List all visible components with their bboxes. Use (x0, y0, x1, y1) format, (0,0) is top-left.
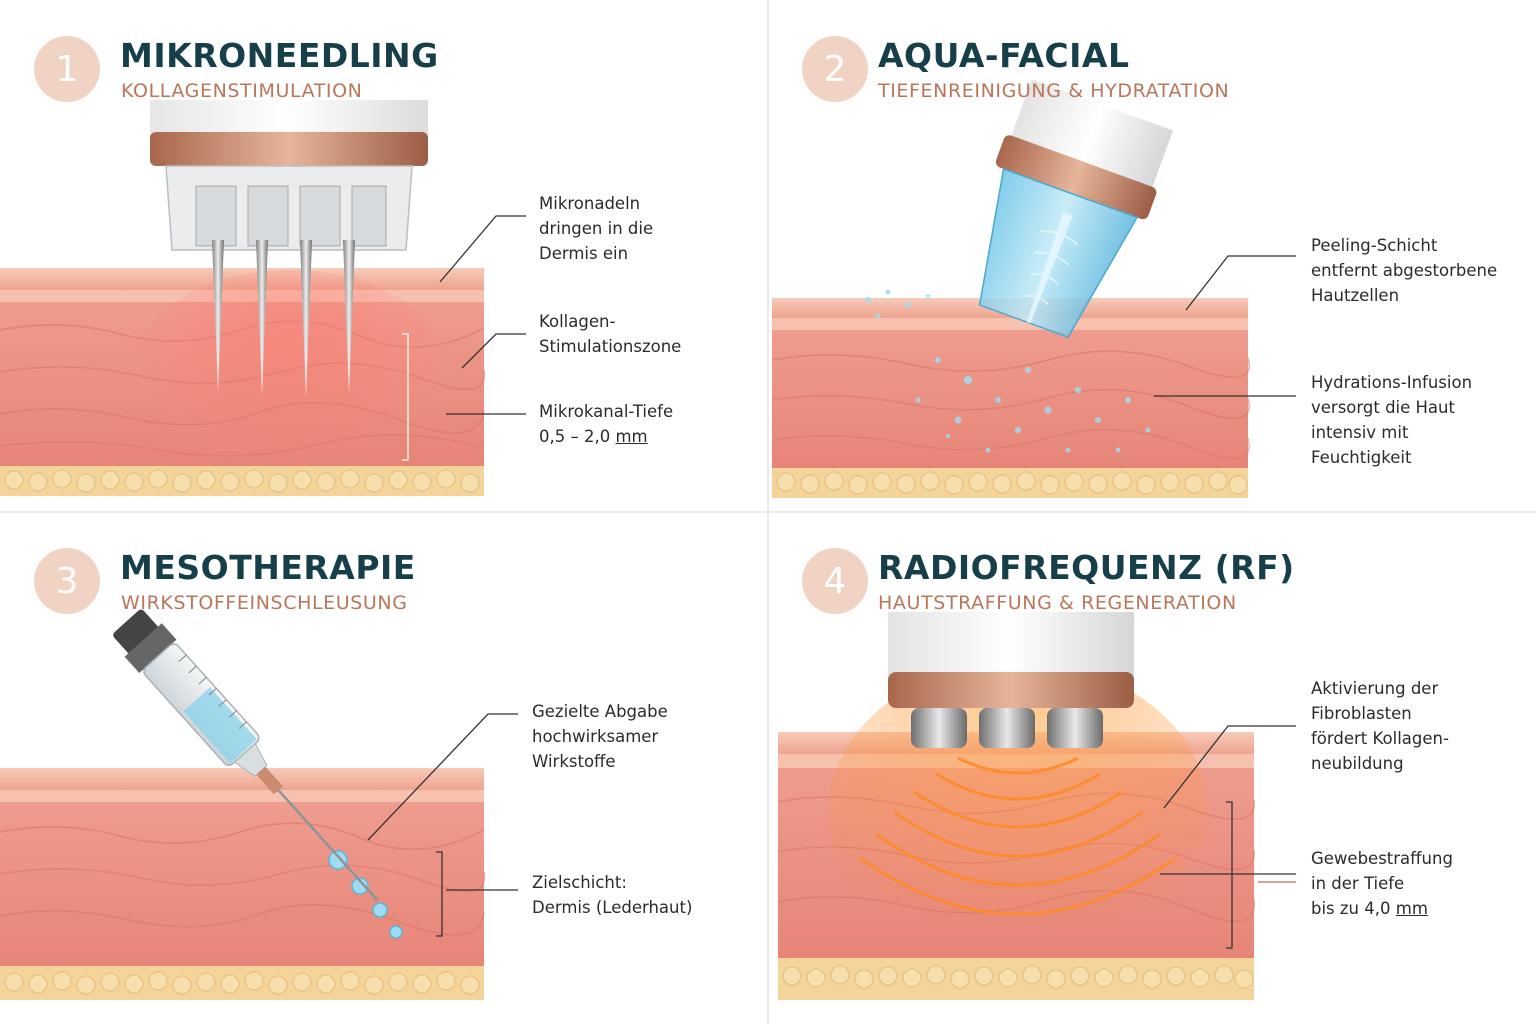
panel-aqua-facial: 2 AQUA-FACIAL TIEFENREINIGUNG & HYDRATAT… (768, 0, 1536, 512)
annotation-line: Feuchtigkeit (1311, 448, 1412, 467)
leader-lines (367, 713, 518, 937)
annotation-line: Peeling-Schicht (1311, 236, 1438, 255)
panel-subtitle: KOLLAGENSTIMULATION (121, 80, 363, 102)
annotation-line: Fibroblasten (1311, 704, 1412, 723)
annotation-line: Mikrokanal-Tiefe (539, 402, 674, 421)
depth-unit: mm (615, 427, 648, 446)
annotation-line: Hautzellen (1311, 286, 1400, 305)
annotation-line: Wirkstoffe (532, 752, 616, 771)
annotation-hydration: Hydrations-Infusion versorgt die Haut in… (1311, 370, 1472, 470)
aqua-facial-illustration (771, 79, 1296, 498)
microneedles (212, 240, 355, 398)
panel-microneedling: 1 MIKRONEEDLING KOLLAGENSTIMULATION Mikr… (0, 0, 768, 512)
aqua-tip (978, 167, 1139, 338)
radiofrequency-illustration (777, 612, 1296, 1000)
annotation-line: Gewebestraffung (1311, 849, 1453, 868)
depth-unit: mm (1395, 899, 1428, 918)
panel-radiofrequency: 4 RADIOFREQUENZ (RF) HAUTSTRAFFUNG & REG… (768, 512, 1536, 1024)
annotation-line: hochwirksamer (532, 727, 659, 746)
leader-lines (402, 215, 526, 461)
annotation-line: Mikronadeln (539, 194, 641, 213)
rf-electrodes (911, 708, 1103, 748)
leader-lines (1160, 725, 1296, 949)
device-body (888, 612, 1134, 682)
annotation-channel-depth: Mikrokanal-Tiefe 0,5 – 2,0 mm (539, 399, 673, 449)
fat-layer (0, 966, 484, 1000)
step-number-badge: 1 (34, 36, 100, 102)
rf-waves (859, 756, 1177, 916)
step-number-badge: 3 (34, 548, 100, 614)
annotation-line: in der Tiefe (1311, 874, 1405, 893)
dermis-layer (772, 330, 1248, 468)
panel-title: RADIOFREQUENZ (RF) (878, 548, 1295, 587)
annotation-line: Hydrations-Infusion (1311, 373, 1473, 392)
annotation-target-layer: Zielschicht: Dermis (Lederhaut) (532, 870, 692, 920)
panel-subtitle: WIRKSTOFFEINSCHLEUSUNG (121, 592, 408, 614)
mesotherapy-illustration (0, 609, 518, 1000)
annotation-collagen-zone: Kollagen- Stimulationszone (539, 309, 681, 359)
annotation-line: Zielschicht: (532, 873, 627, 892)
annotation-line: intensiv mit (1311, 423, 1409, 442)
depth-value-line: 0,5 – 2,0 mm (539, 424, 673, 449)
copper-ring (888, 672, 1134, 708)
depth-prefix: bis zu (1311, 899, 1360, 918)
annotation-line: dringen in die (539, 219, 654, 238)
annotation-fibroblasts: Aktivierung der Fibroblasten fördert Kol… (1311, 676, 1449, 776)
active-ingredient-droplets (328, 850, 403, 939)
panel-subtitle: TIEFENREINIGUNG & HYDRATATION (878, 80, 1230, 102)
panel-title: MESOTHERAPIE (120, 548, 416, 587)
annotation-line: Kollagen- (539, 312, 616, 331)
device-body (1008, 79, 1173, 197)
annotation-tissue-tightening: Gewebestraffung in der Tiefe bis zu 4,0 … (1311, 846, 1453, 921)
annotation-line: Stimulationszone (539, 337, 682, 356)
syringe (113, 609, 379, 901)
panel-title: AQUA-FACIAL (878, 36, 1130, 75)
annotation-line: versorgt die Haut (1311, 398, 1455, 417)
fat-layer (0, 466, 484, 496)
annotation-line: Aktivierung der (1311, 679, 1439, 698)
copper-ring (150, 132, 428, 166)
panel-mesotherapy: 3 MESOTHERAPIE WIRKSTOFFEINSCHLEUSUNG Ge… (0, 512, 768, 1024)
leader-lines (1154, 255, 1296, 397)
annotation-peeling: Peeling-Schicht entfernt abgestorbene Ha… (1311, 233, 1497, 308)
panel-subtitle: HAUTSTRAFFUNG & REGENERATION (878, 592, 1237, 614)
step-number-badge: 4 (802, 548, 868, 614)
microneedling-illustration (0, 100, 526, 496)
annotation-line: neubildung (1311, 754, 1404, 773)
panel-title: MIKRONEEDLING (120, 36, 439, 75)
annotation-line: Gezielte Abgabe (532, 702, 668, 721)
copper-ring (995, 135, 1157, 220)
horizontal-divider (0, 511, 1536, 513)
annotation-line: fördert Kollagen- (1311, 729, 1449, 748)
annotation-targeted-delivery: Gezielte Abgabe hochwirksamer Wirkstoffe (532, 699, 668, 774)
annotation-line: entfernt abgestorbene (1311, 261, 1498, 280)
epidermis-layer (0, 768, 484, 790)
annotation-microneedles: Mikronadeln dringen in die Dermis ein (539, 191, 653, 266)
hydration-droplets (865, 289, 1151, 453)
annotation-line: Dermis (Lederhaut) (532, 898, 693, 917)
dermis-layer (0, 802, 484, 966)
collagen-stimulation-glow (140, 270, 440, 450)
step-number-badge: 2 (802, 36, 868, 102)
hydra-device (978, 79, 1173, 338)
depth-value: 4,0 (1364, 899, 1391, 918)
depth-value-line: bis zu 4,0 mm (1311, 896, 1453, 921)
depth-value: 0,5 – 2,0 (539, 427, 611, 446)
annotation-line: Dermis ein (539, 244, 629, 263)
